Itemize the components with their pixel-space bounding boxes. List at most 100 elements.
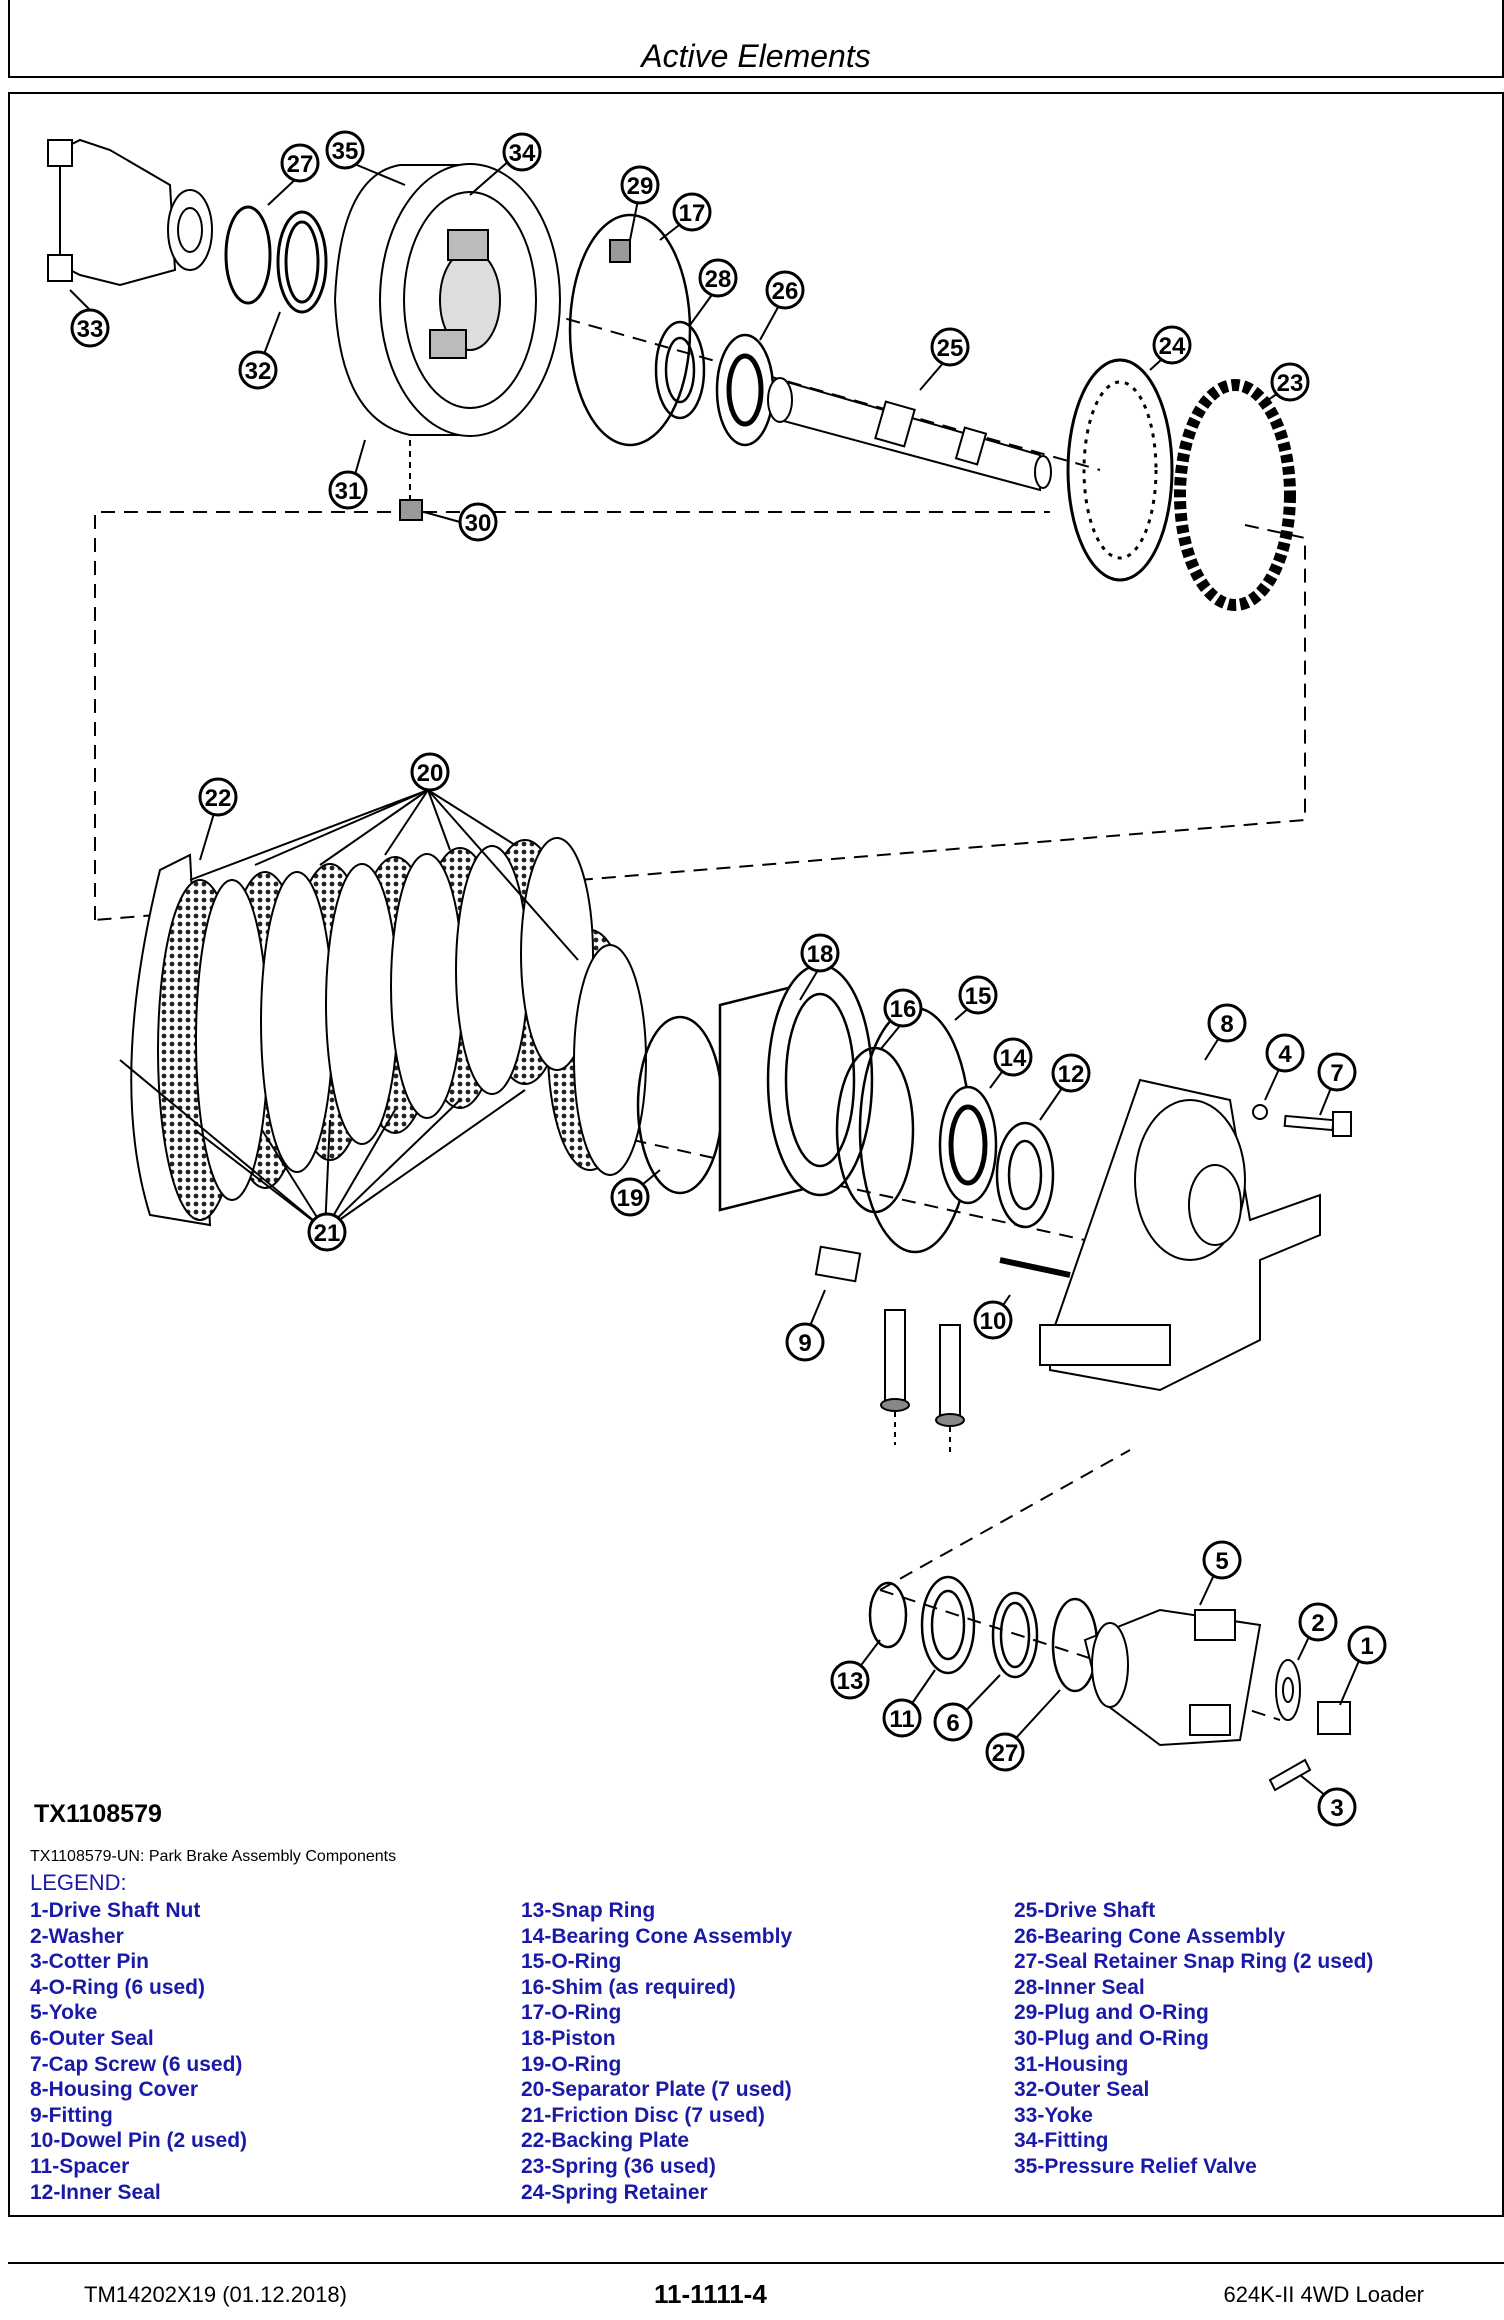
legend-item: 17-O-Ring [521, 2001, 622, 2025]
callout-34: 34 [502, 132, 542, 172]
callout-20: 20 [410, 752, 450, 792]
callout-23-label: 23 [1277, 370, 1304, 397]
housing-cover [999, 1078, 1321, 1392]
callout-14-label: 14 [1000, 1045, 1027, 1072]
leader-lines [119, 789, 579, 1231]
footer-manual-id: TM14202X19 (01.12.2018) [84, 2282, 347, 2307]
callout-27-lower: 27 [985, 1732, 1025, 1772]
legend-item: 21-Friction Disc (7 used) [521, 2103, 765, 2127]
callout-3-label: 3 [1330, 1795, 1343, 1822]
callout-23: 23 [1270, 362, 1310, 402]
callout-11-label: 11 [889, 1706, 914, 1733]
callout-28: 28 [698, 258, 738, 298]
callout-7-label: 7 [1330, 1060, 1343, 1087]
callout-1: 1 [1347, 1625, 1387, 1665]
callout-31: 31 [328, 470, 368, 510]
callout-8: 8 [1207, 1003, 1247, 1043]
callout-14: 14 [993, 1037, 1033, 1077]
legend-item: 31-Housing [1014, 2052, 1129, 2076]
footer-page-number: 11-1111-4 [654, 2279, 767, 2309]
callout-32: 32 [238, 350, 278, 390]
legend-item: 33-Yoke [1014, 2103, 1093, 2127]
callout-6-label: 6 [946, 1710, 959, 1737]
drive-shaft [767, 377, 1052, 492]
legend-item: 5-Yoke [30, 2001, 98, 2025]
callout-29: 29 [620, 165, 660, 205]
page-title: Active Elements [641, 38, 871, 74]
legend-item: 34-Fitting [1014, 2129, 1109, 2153]
callout-9-label: 9 [798, 1330, 811, 1357]
spring-retainer [1066, 358, 1174, 582]
callout-26: 26 [765, 270, 805, 310]
legend-item: 27-Seal Retainer Snap Ring (2 used) [1014, 1950, 1374, 1974]
callout-18-label: 18 [807, 941, 834, 968]
legend-item: 30-Plug and O-Ring [1014, 2026, 1209, 2050]
callout-11: 11 [882, 1698, 922, 1738]
callout-25: 25 [930, 327, 970, 367]
legend-item: 4-O-Ring (6 used) [30, 1975, 206, 1999]
friction-stack [130, 837, 647, 1227]
legend-item: 7-Cap Screw (6 used) [30, 2052, 243, 2076]
callout-31-label: 31 [335, 478, 362, 505]
figure-caption: TX1108579-UN: Park Brake Assembly Compon… [30, 1848, 397, 1865]
legend-item: 23-Spring (36 used) [521, 2154, 716, 2178]
callout-22: 22 [198, 777, 238, 817]
legend-item: 6-Outer Seal [30, 2026, 154, 2050]
upper-seals [224, 205, 328, 314]
callout-28-label: 28 [705, 266, 732, 293]
legend-item: 14-Bearing Cone Assembly [521, 1924, 793, 1948]
callout-34-label: 34 [509, 140, 536, 167]
callout-21: 21 [307, 1212, 347, 1252]
legend-item: 1-Drive Shaft Nut [30, 1899, 201, 1922]
callout-35-label: 35 [332, 138, 359, 165]
callout-24: 24 [1152, 325, 1192, 365]
yoke-lower [1083, 1608, 1351, 1792]
legend-item: 26-Bearing Cone Assembly [1014, 1924, 1286, 1948]
legend-item: 16-Shim (as required) [521, 1975, 736, 1999]
piston-group [636, 963, 1055, 1254]
callout-4-label: 4 [1278, 1041, 1292, 1068]
callout-27-upper-label: 27 [287, 151, 314, 178]
legend-title: LEGEND: [30, 1870, 127, 1895]
callout-13: 13 [830, 1660, 870, 1700]
fitting-and-bolts [814, 1245, 965, 1455]
figure-id: TX1108579 [34, 1800, 162, 1828]
legend-item: 28-Inner Seal [1014, 1975, 1145, 1999]
legend-item: 15-O-Ring [521, 1950, 622, 1974]
callout-16: 16 [883, 988, 923, 1028]
callout-17-label: 17 [679, 200, 706, 227]
callout-30-label: 30 [465, 510, 492, 537]
legend-column-2: 13-Snap Ring 14-Bearing Cone Assembly 15… [521, 1898, 792, 2205]
legend-item: 19-O-Ring [521, 2052, 622, 2076]
callout-10: 10 [973, 1300, 1013, 1340]
callout-12: 12 [1051, 1053, 1091, 1093]
callout-7: 7 [1317, 1052, 1357, 1092]
legend-item: 12-Inner Seal [30, 2180, 161, 2204]
callout-35: 35 [325, 130, 365, 170]
callout-5: 5 [1202, 1540, 1242, 1580]
callout-1-label: 1 [1360, 1633, 1373, 1660]
housing [333, 163, 561, 437]
legend-item: 22-Backing Plate [521, 2129, 690, 2153]
callout-22-label: 22 [205, 785, 232, 812]
legend-item: 25-Drive Shaft [1014, 1899, 1156, 1922]
callout-27-upper: 27 [280, 143, 320, 183]
legend-item: 29-Plug and O-Ring [1014, 2001, 1209, 2025]
callout-26-label: 26 [772, 278, 799, 305]
legend-item: 35-Pressure Relief Valve [1014, 2154, 1257, 2178]
figure-frame [8, 92, 1504, 2217]
callout-3: 3 [1317, 1787, 1357, 1827]
legend-item: 13-Snap Ring [521, 1899, 656, 1922]
callout-19-label: 19 [617, 1185, 644, 1212]
callout-2: 2 [1298, 1602, 1338, 1642]
springs [1174, 379, 1296, 611]
callout-30: 30 [458, 502, 498, 542]
page-header: Active Elements [8, 0, 1504, 78]
legend-item: 8-Housing Cover [30, 2078, 199, 2102]
callout-24-label: 24 [1159, 333, 1186, 360]
callout-21-label: 21 [314, 1220, 341, 1247]
callouts: 27 35 34 29 17 28 26 25 24 23 33 32 31 3… [70, 130, 1387, 1827]
callout-8-label: 8 [1220, 1011, 1233, 1038]
callout-10-label: 10 [980, 1308, 1007, 1335]
